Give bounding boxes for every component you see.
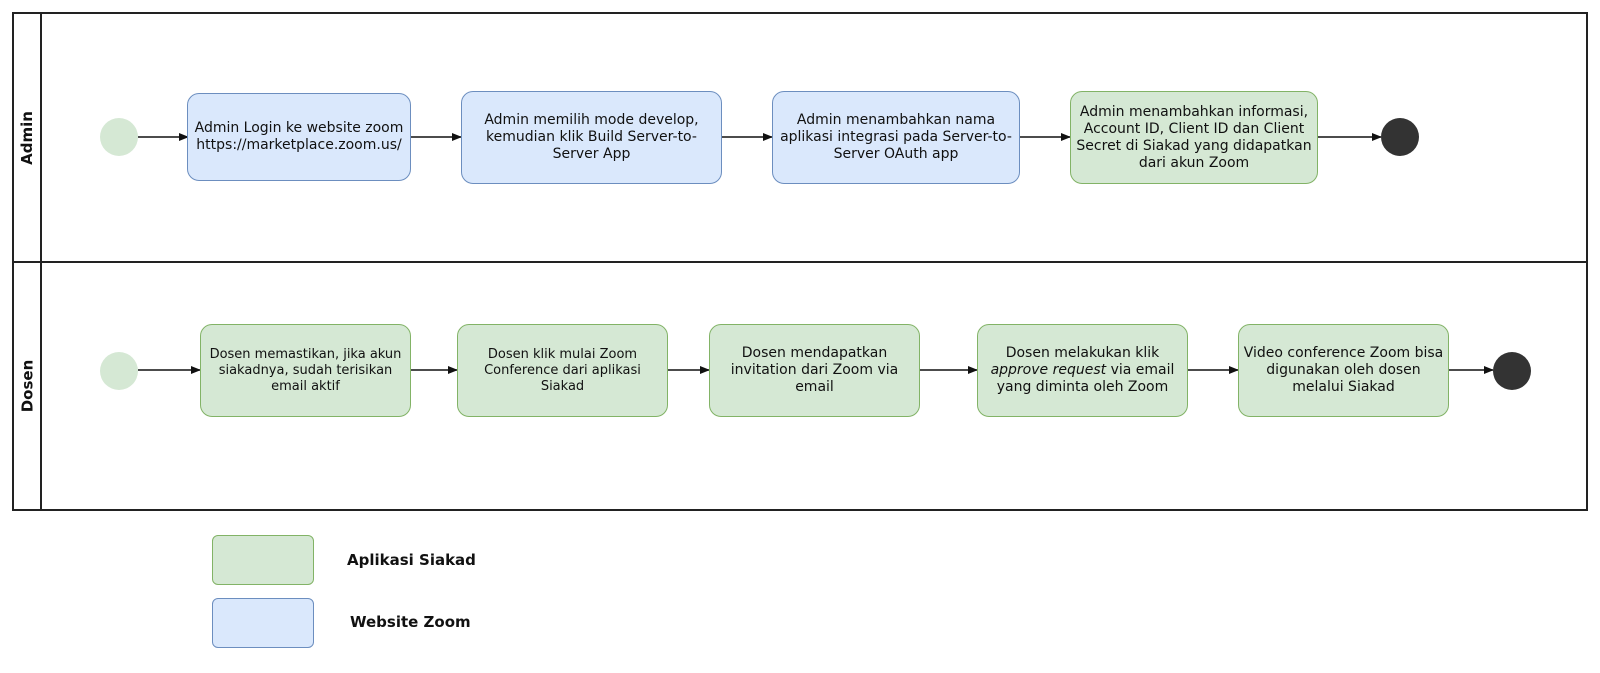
admin-step-app-name: Admin menambahkan nama aplikasi integras… [772, 91, 1020, 184]
dosen-step-invitation: Dosen mendapatkan invitation dari Zoom v… [709, 324, 920, 417]
dosen-step-approve-post: via email yang diminta oleh Zoom [996, 362, 1175, 395]
admin-step-app-name-text: Admin menambahkan nama aplikasi integras… [780, 112, 1012, 162]
dosen-step-video-conference: Video conference Zoom bisa digunakan ole… [1238, 324, 1449, 417]
dosen-step-start-conference-text: Dosen klik mulai Zoom Conference dari ap… [484, 346, 641, 394]
admin-step-credentials: Admin menambahkan informasi, Account ID,… [1070, 91, 1318, 184]
dosen-step-video-conference-text: Video conference Zoom bisa digunakan ole… [1243, 345, 1444, 395]
dosen-step-approve-emphasis: approve request [990, 362, 1107, 378]
dosen-start-node [100, 352, 138, 390]
dosen-step-start-conference: Dosen klik mulai Zoom Conference dari ap… [457, 324, 668, 417]
admin-step-login: Admin Login ke website zoom https://mark… [187, 93, 411, 181]
dosen-step-approve-text: Dosen melakukan klik approve request via… [982, 345, 1183, 396]
admin-end-node [1381, 118, 1419, 156]
admin-step-develop-text: Admin memilih mode develop, kemudian kli… [484, 112, 699, 162]
admin-step-develop: Admin memilih mode develop, kemudian kli… [461, 91, 722, 184]
admin-start-node [100, 118, 138, 156]
legend-siakad-swatch [212, 535, 314, 585]
dosen-end-node [1493, 352, 1531, 390]
dosen-step-email-check: Dosen memastikan, jika akun siakadnya, s… [200, 324, 411, 417]
admin-step-login-text: Admin Login ke website zoom https://mark… [194, 120, 404, 153]
dosen-step-email-check-text: Dosen memastikan, jika akun siakadnya, s… [209, 346, 402, 394]
dosen-step-invitation-text: Dosen mendapatkan invitation dari Zoom v… [730, 345, 899, 395]
dosen-step-approve: Dosen melakukan klik approve request via… [977, 324, 1188, 417]
dosen-lane-header: Dosen [12, 261, 42, 511]
legend-zoom-label: Website Zoom [350, 613, 471, 631]
dosen-step-approve-pre: Dosen melakukan klik [1005, 345, 1160, 361]
legend-siakad-label: Aplikasi Siakad [347, 551, 476, 569]
admin-step-credentials-text: Admin menambahkan informasi, Account ID,… [1076, 103, 1312, 171]
legend-zoom-swatch [212, 598, 314, 648]
